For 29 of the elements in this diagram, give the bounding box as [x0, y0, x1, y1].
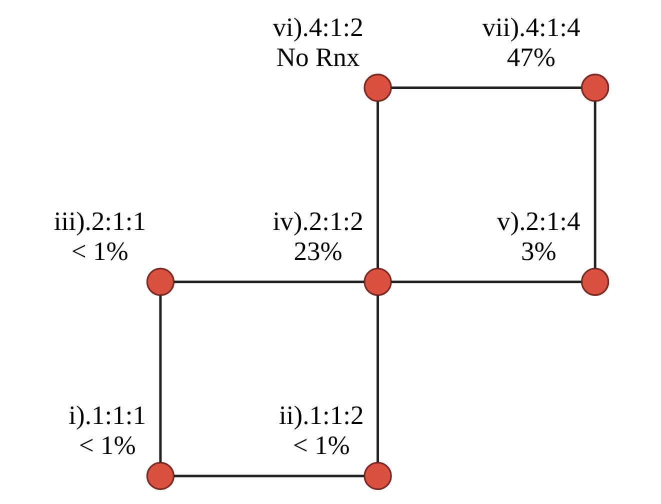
node-label: vi).4:1:2	[272, 12, 364, 42]
connector	[174, 474, 364, 478]
node-label: < 1%	[71, 236, 128, 266]
node-circle	[364, 462, 392, 490]
node-circle	[146, 462, 175, 490]
node-circle	[146, 268, 175, 296]
node-circle	[581, 74, 610, 102]
node-label: 3%	[521, 236, 556, 266]
node-circle	[581, 268, 610, 296]
connector	[159, 295, 162, 462]
connector	[174, 280, 364, 284]
connector	[376, 295, 380, 462]
connector	[594, 101, 596, 268]
node-label: 47%	[506, 42, 556, 72]
connector	[376, 101, 380, 268]
node-label: No Rnx	[276, 42, 360, 72]
node-label: 23%	[294, 236, 342, 266]
node-label: ii).1:1:2	[279, 400, 364, 430]
node-label: < 1%	[292, 430, 350, 460]
node-label: i).1:1:1	[68, 400, 146, 430]
node-circle	[364, 268, 392, 296]
node-label: < 1%	[78, 430, 136, 460]
node-label: iii).2:1:1	[54, 206, 146, 236]
connector	[391, 280, 582, 284]
node-label: iv).2:1:2	[272, 206, 364, 236]
node-label: v).2:1:4	[497, 206, 580, 236]
connector	[391, 86, 582, 90]
node-label: vii).4:1:4	[482, 12, 580, 42]
node-circle	[364, 74, 392, 102]
